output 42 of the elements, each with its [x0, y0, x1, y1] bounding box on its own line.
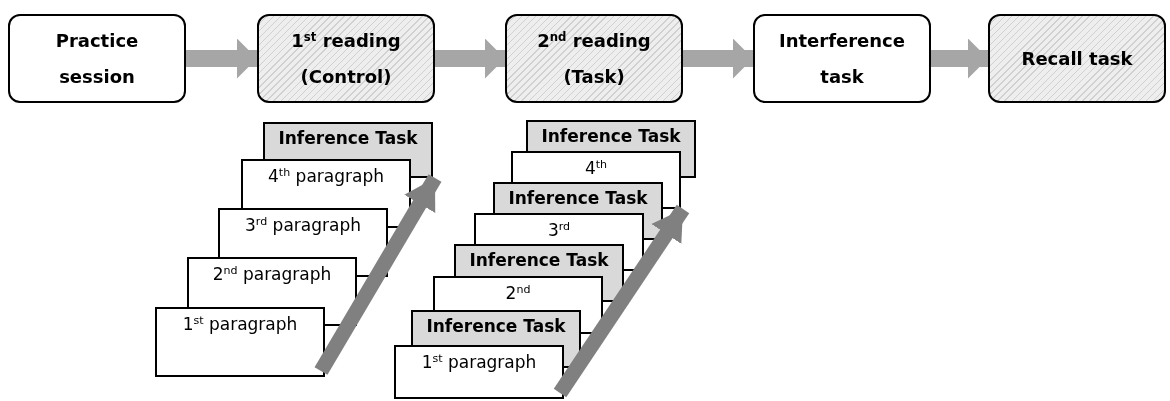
progress-arrow — [314, 174, 442, 375]
card-label: Inference Task — [277, 127, 419, 150]
card-label: Inference Task — [540, 125, 682, 148]
paragraph-card — [433, 276, 603, 310]
card-label: Inference Task — [468, 249, 610, 272]
card-label: 4$^{th}$ paragraph — [267, 165, 385, 188]
process-box — [505, 14, 683, 103]
card-label: Inference Task — [425, 315, 567, 338]
card-label: 4$^{th}$ — [583, 157, 609, 180]
box-label: 2$^{nd}$ reading (Task) — [536, 28, 652, 89]
paragraph-card — [187, 257, 357, 307]
card-label: Inference Task — [507, 187, 649, 210]
box-label: 1$^{st}$ reading (Control) — [290, 28, 402, 89]
paragraph-card — [394, 345, 564, 399]
process-box — [8, 14, 186, 103]
paragraph-card — [474, 213, 644, 244]
paragraph-card — [155, 307, 325, 377]
block-arrow — [683, 38, 753, 79]
paragraph-card — [218, 208, 388, 257]
inference-task-card — [526, 120, 696, 151]
inference-task-card — [454, 244, 624, 276]
box-label: Practice session — [54, 28, 140, 89]
card-label: 2$^{nd}$ — [504, 282, 532, 305]
block-arrow — [931, 38, 988, 79]
process-box — [988, 14, 1166, 103]
inference-task-card — [493, 182, 663, 213]
card-label: 2$^{nd}$ paragraph — [211, 263, 333, 286]
card-label: 1$^{st}$ paragraph — [420, 351, 538, 374]
paragraph-card — [241, 159, 411, 208]
process-box — [257, 14, 435, 103]
card-label: 1$^{st}$ paragraph — [181, 313, 299, 336]
card-label: 3$^{rd}$ — [546, 219, 572, 242]
inference-task-card — [411, 310, 581, 345]
inference-task-card — [263, 122, 433, 159]
box-label: Recall task — [1020, 46, 1134, 71]
card-label: 3$^{rd}$ paragraph — [244, 214, 362, 237]
block-arrow — [435, 38, 505, 79]
progress-arrow — [553, 204, 690, 398]
box-label: Interference task — [778, 28, 906, 89]
process-box — [753, 14, 931, 103]
block-arrow — [186, 38, 257, 79]
paragraph-card — [511, 151, 681, 182]
